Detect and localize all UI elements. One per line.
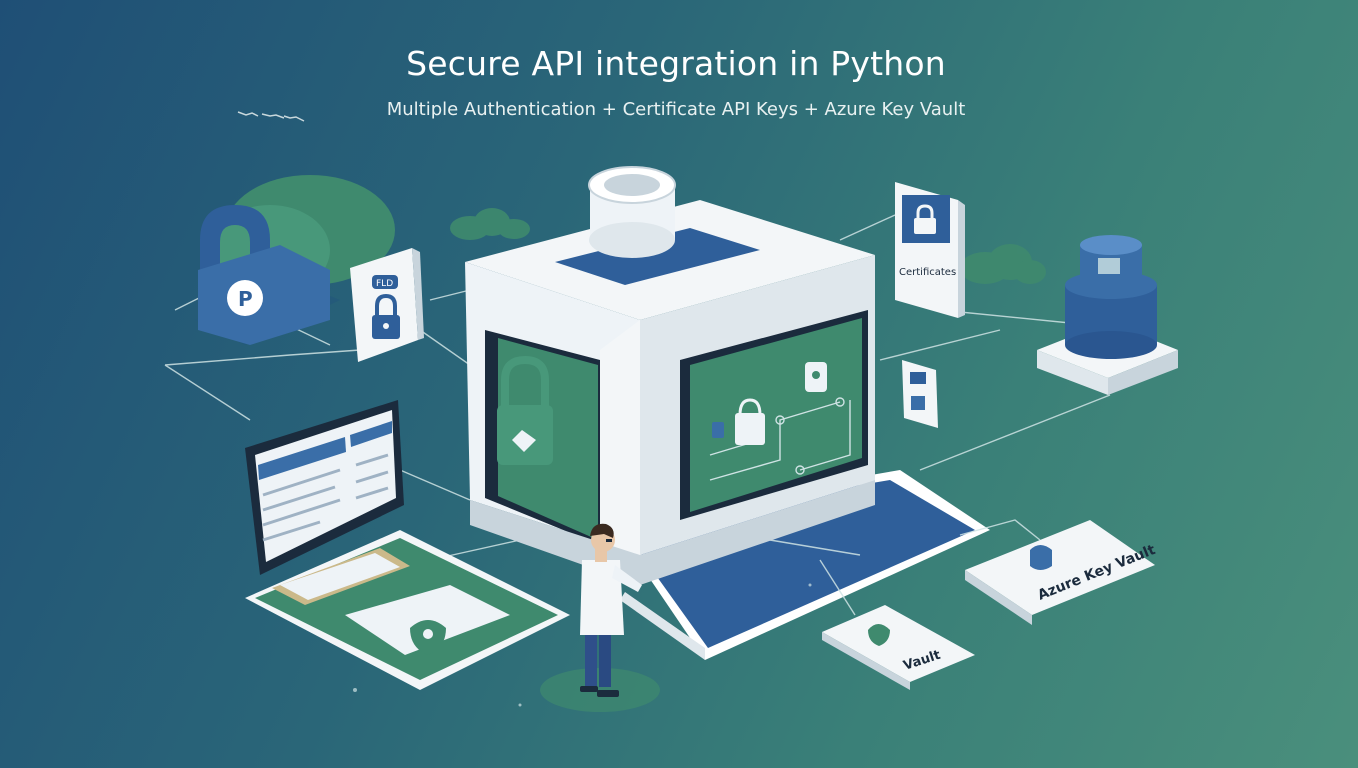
vault-padlock-icon [501,355,549,410]
circuit-key-icon [805,362,827,392]
page-subtitle: Multiple Authentication + Certificate AP… [386,99,966,120]
vault-machine [465,166,875,585]
page-title: Secure API integration in Python [406,44,946,83]
laptop-device [245,400,570,690]
circuit-lock-icon [735,398,765,445]
python-letter-icon: P [238,287,253,311]
sparkle-dots [353,583,812,707]
azure-vault-icon [1030,545,1052,570]
person-figure [540,523,660,712]
database-icon [1037,235,1178,395]
vault-card: Vault [822,605,975,690]
certificate-card-label: Certificates [899,267,956,278]
vault-card-icon [868,624,890,646]
small-tablet [902,360,938,428]
lock-card-tag: FLD [376,279,393,289]
bird-flock-icon [237,111,305,122]
azure-key-vault-card: Azure Key Vault [965,520,1158,625]
lock-card: FLD [350,248,424,362]
python-padlock-group: P [195,175,395,345]
cloud-icon [450,208,1046,284]
certificate-card: Certificates [895,182,965,318]
